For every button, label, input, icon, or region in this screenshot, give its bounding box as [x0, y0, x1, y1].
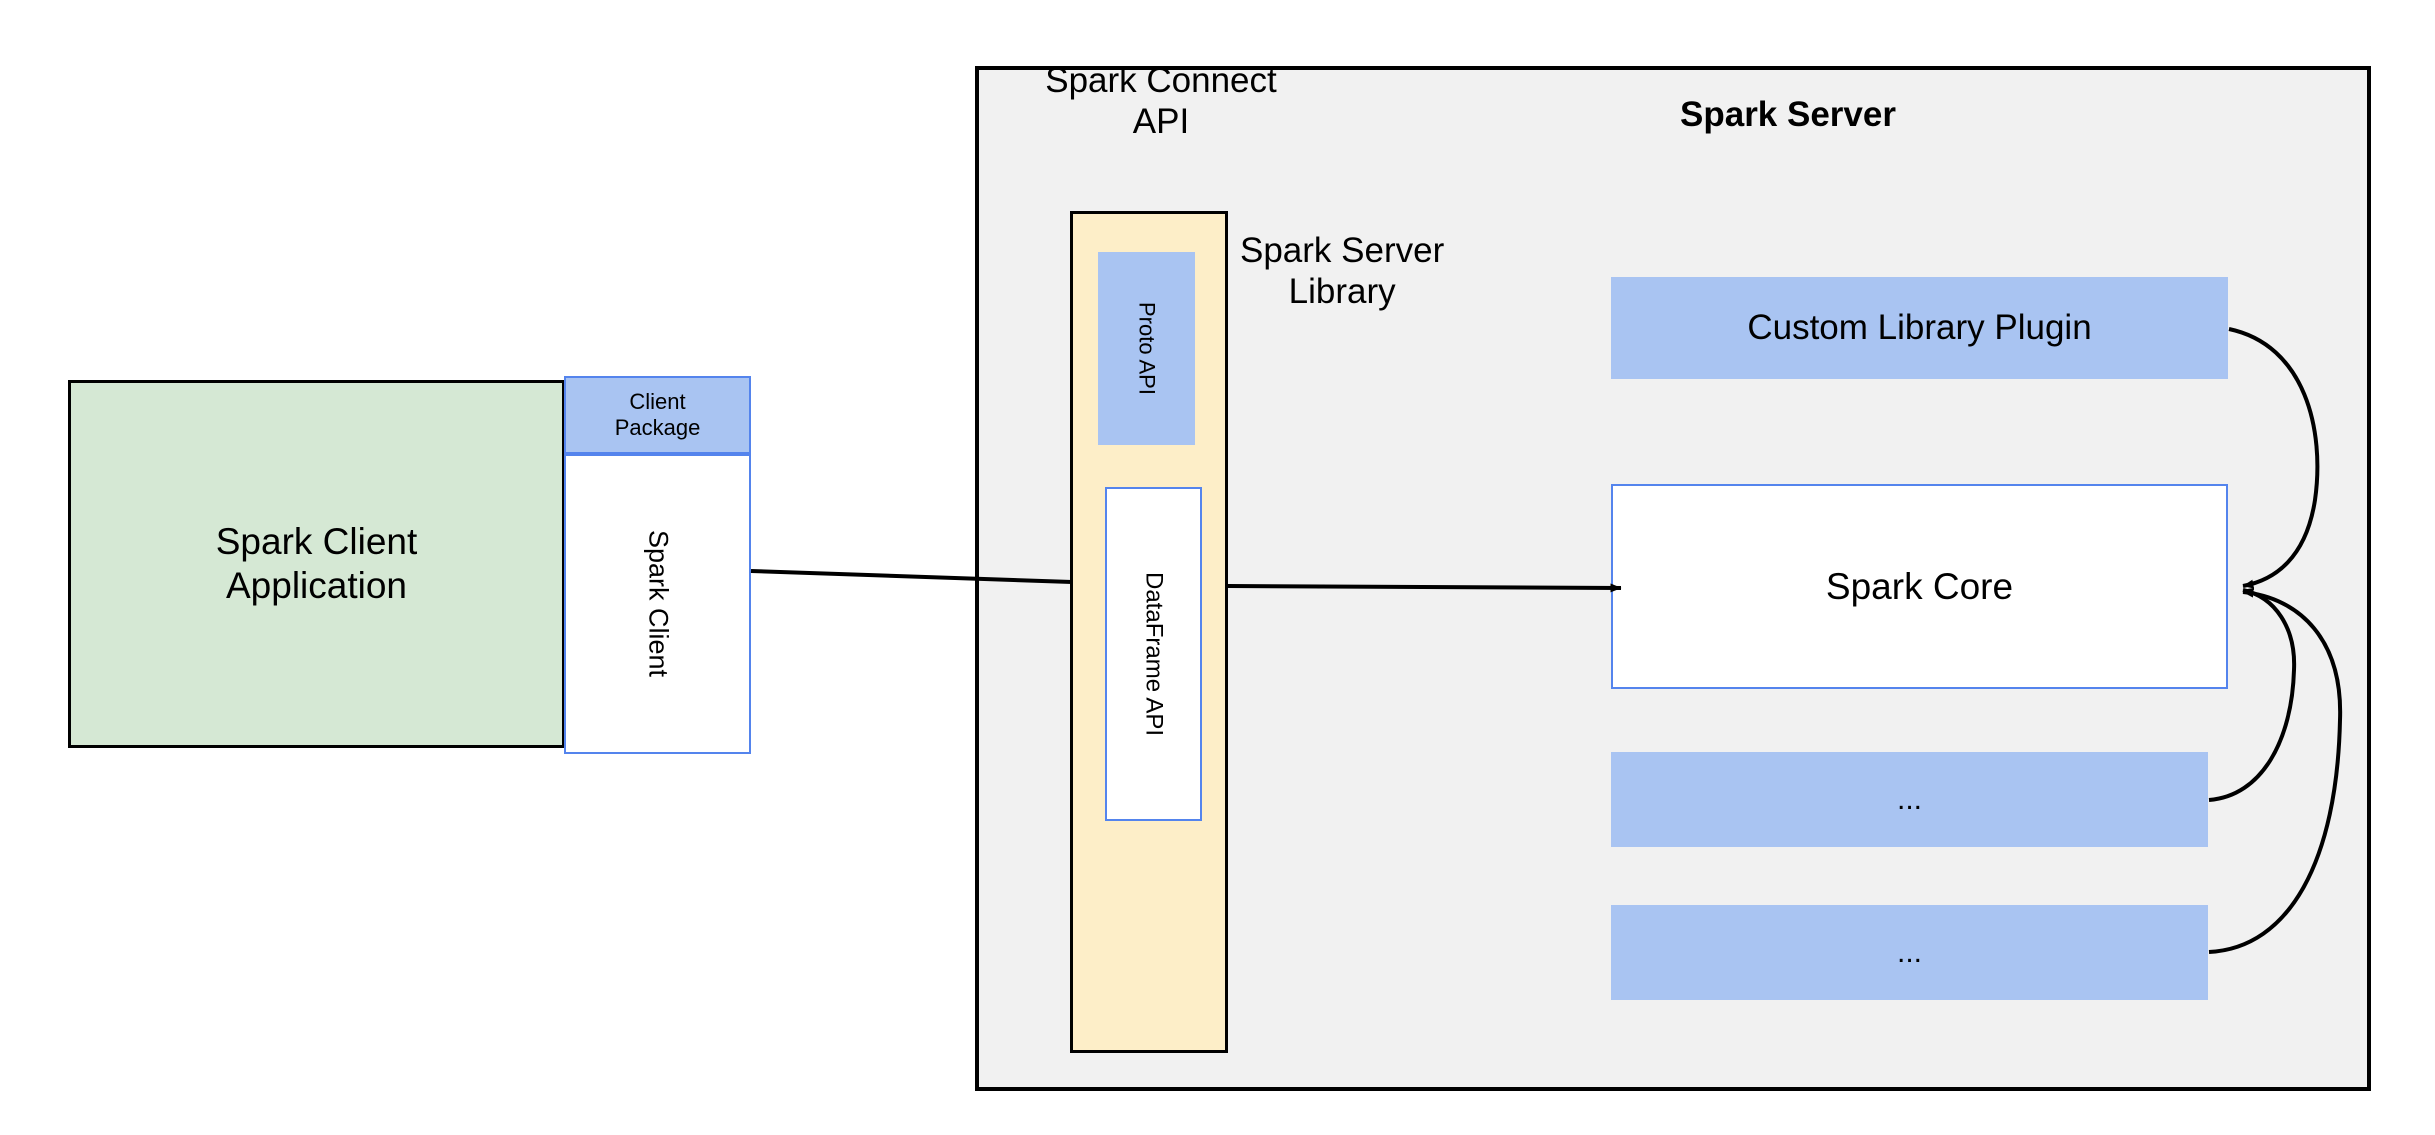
- spark-connect-api-label: Spark Connect API: [1045, 61, 1277, 142]
- ellipsis-two-label: ...: [1896, 935, 1922, 969]
- spark-core-label: Spark Core: [1825, 565, 2014, 607]
- client-package-label: Client Package: [614, 389, 701, 440]
- spark-server-library-label: Spark Server Library: [1240, 231, 1445, 312]
- dataframe-api-box[interactable]: DataFrame API: [1105, 487, 1202, 821]
- spark-core-box[interactable]: Spark Core: [1611, 484, 2228, 689]
- ellipsis-one-label: ...: [1896, 782, 1922, 816]
- custom-library-plugin-box[interactable]: Custom Library Plugin: [1611, 277, 2228, 379]
- spark-client-application-box[interactable]: Spark Client Application: [68, 380, 565, 748]
- client-package-box[interactable]: Client Package: [564, 376, 751, 454]
- proto-api-label: Proto API: [1134, 302, 1160, 395]
- spark-client-label: Spark Client: [643, 530, 674, 678]
- dataframe-api-label: DataFrame API: [1140, 571, 1168, 737]
- spark-client-box[interactable]: Spark Client: [564, 454, 751, 754]
- spark-client-application-label: Spark Client Application: [215, 521, 418, 606]
- custom-library-plugin-label: Custom Library Plugin: [1747, 308, 2092, 347]
- ellipsis-box-one[interactable]: ...: [1611, 752, 2208, 847]
- proto-api-box[interactable]: Proto API: [1098, 252, 1195, 445]
- spark-server-title: Spark Server: [1680, 95, 1896, 135]
- ellipsis-box-two[interactable]: ...: [1611, 905, 2208, 1000]
